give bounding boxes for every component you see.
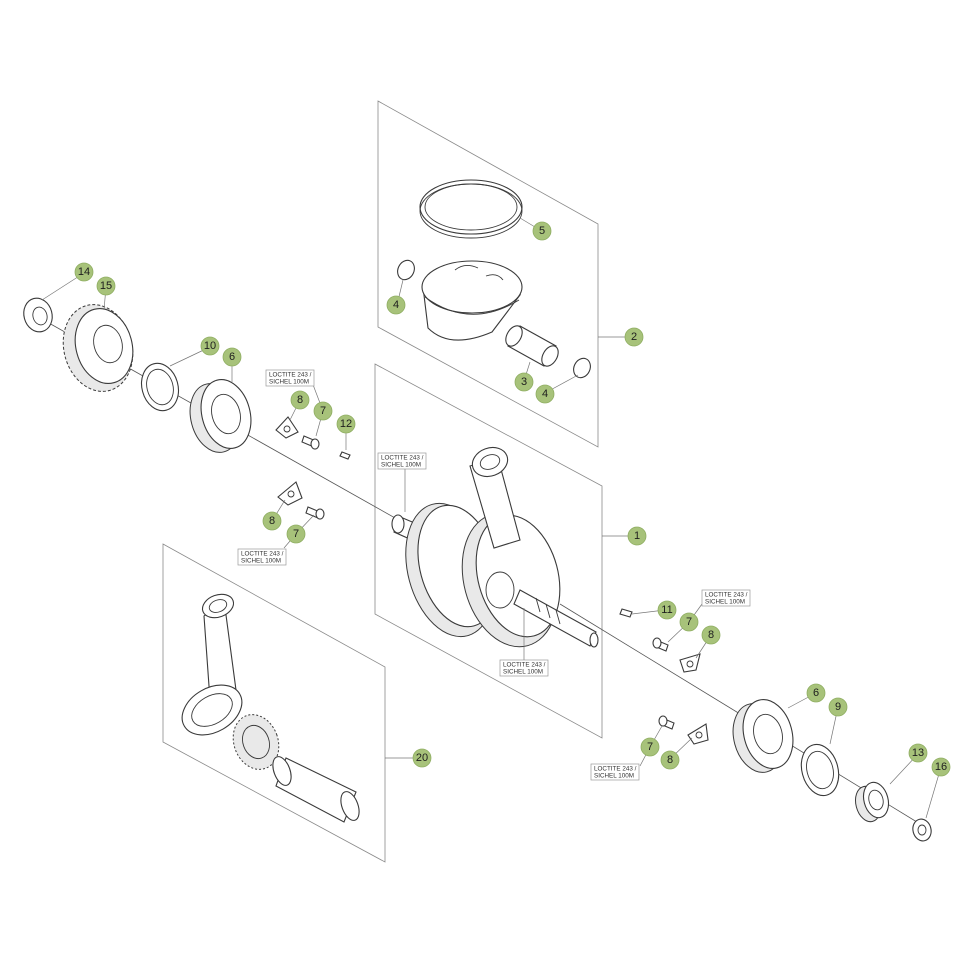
loctite-note-lower-right: LOCTITE 243 / SICHEL 100M [590, 763, 640, 781]
circlip-left-part [397, 259, 415, 281]
small-bearing-14-part [23, 297, 53, 333]
svg-text:SICHEL 100M: SICHEL 100M [381, 462, 421, 469]
retainer-plate-right-upper-part [679, 653, 701, 673]
callout-7[interactable]: 7 [679, 612, 699, 632]
crank-pin-part [272, 756, 360, 823]
callout-10[interactable]: 10 [200, 336, 220, 356]
key-11-part [619, 608, 633, 618]
svg-text:SICHEL 100M: SICHEL 100M [705, 599, 745, 606]
callout-1[interactable]: 1 [627, 526, 647, 546]
callout-3[interactable]: 3 [514, 372, 534, 392]
callout-5[interactable]: 5 [532, 221, 552, 241]
loctite-note-crank-right: LOCTITE 243 / SICHEL 100M [499, 659, 549, 677]
callout-4[interactable]: 4 [535, 384, 555, 404]
svg-text:SICHEL 100M: SICHEL 100M [594, 773, 634, 780]
callout-11[interactable]: 11 [657, 600, 677, 620]
callout-8[interactable]: 8 [262, 511, 282, 531]
screw-upper-part [301, 435, 320, 450]
callout-2[interactable]: 2 [624, 327, 644, 347]
callout-7[interactable]: 7 [286, 524, 306, 544]
piston-ring-part [419, 179, 523, 239]
callout-8[interactable]: 8 [660, 750, 680, 770]
retainer-plate-right-lower-part [687, 723, 709, 745]
callout-20[interactable]: 20 [412, 748, 432, 768]
gear-15-part [62, 304, 134, 392]
callout-8[interactable]: 8 [701, 625, 721, 645]
svg-text:SICHEL 100M: SICHEL 100M [241, 558, 281, 565]
screw-lower-part [305, 506, 325, 520]
svg-text:LOCTITE 243 /: LOCTITE 243 / [503, 662, 546, 669]
callout-7[interactable]: 7 [313, 401, 333, 421]
seal-9-part [800, 743, 840, 797]
loctite-note-upper-right: LOCTITE 243 / SICHEL 100M [701, 589, 751, 607]
retainer-plate-lower-part [277, 481, 303, 506]
piston-part [421, 260, 523, 341]
svg-text:LOCTITE 243 /: LOCTITE 243 / [269, 372, 312, 379]
bushing-13-part [855, 781, 890, 823]
callout-4[interactable]: 4 [386, 295, 406, 315]
loctite-note-lower-left: LOCTITE 243 / SICHEL 100M [237, 548, 287, 566]
bearing-6-left-part [189, 379, 252, 453]
retainer-plate-upper-part [275, 416, 299, 439]
crankshaft-group-frame [374, 363, 603, 739]
callout-9[interactable]: 9 [828, 697, 848, 717]
piston-group-frame [377, 100, 599, 448]
crankshaft-part [391, 446, 599, 648]
callout-7[interactable]: 7 [640, 737, 660, 757]
svg-text:LOCTITE 243 /: LOCTITE 243 / [241, 551, 284, 558]
loctite-note-upper-left: LOCTITE 243 / SICHEL 100M [265, 369, 315, 387]
callout-6[interactable]: 6 [222, 347, 242, 367]
svg-text:LOCTITE 243 /: LOCTITE 243 / [705, 592, 748, 599]
loctite-note-crank-left: LOCTITE 243 / SICHEL 100M [377, 452, 427, 470]
connecting-rod-part [181, 593, 243, 736]
bearing-6-right-part [732, 699, 794, 773]
svg-text:SICHEL 100M: SICHEL 100M [269, 379, 309, 386]
svg-text:SICHEL 100M: SICHEL 100M [503, 669, 543, 676]
callout-15[interactable]: 15 [96, 276, 116, 296]
small-bearing-16-part [912, 818, 932, 842]
svg-text:LOCTITE 243 /: LOCTITE 243 / [381, 455, 424, 462]
callout-6[interactable]: 6 [806, 683, 826, 703]
screw-right-lower-part [658, 715, 675, 730]
callout-8[interactable]: 8 [290, 390, 310, 410]
callout-13[interactable]: 13 [908, 743, 928, 763]
piston-pin-part [505, 325, 559, 367]
seal-10-part [140, 362, 180, 412]
circlip-right-part [573, 357, 591, 379]
svg-text:LOCTITE 243 /: LOCTITE 243 / [594, 766, 637, 773]
callout-14[interactable]: 14 [74, 262, 94, 282]
callout-16[interactable]: 16 [931, 757, 951, 777]
screw-right-upper-part [652, 637, 669, 652]
callout-12[interactable]: 12 [336, 414, 356, 434]
key-12-part [339, 451, 351, 460]
connecting-rod-group-frame [162, 543, 386, 863]
needle-bearing-part [232, 714, 280, 770]
